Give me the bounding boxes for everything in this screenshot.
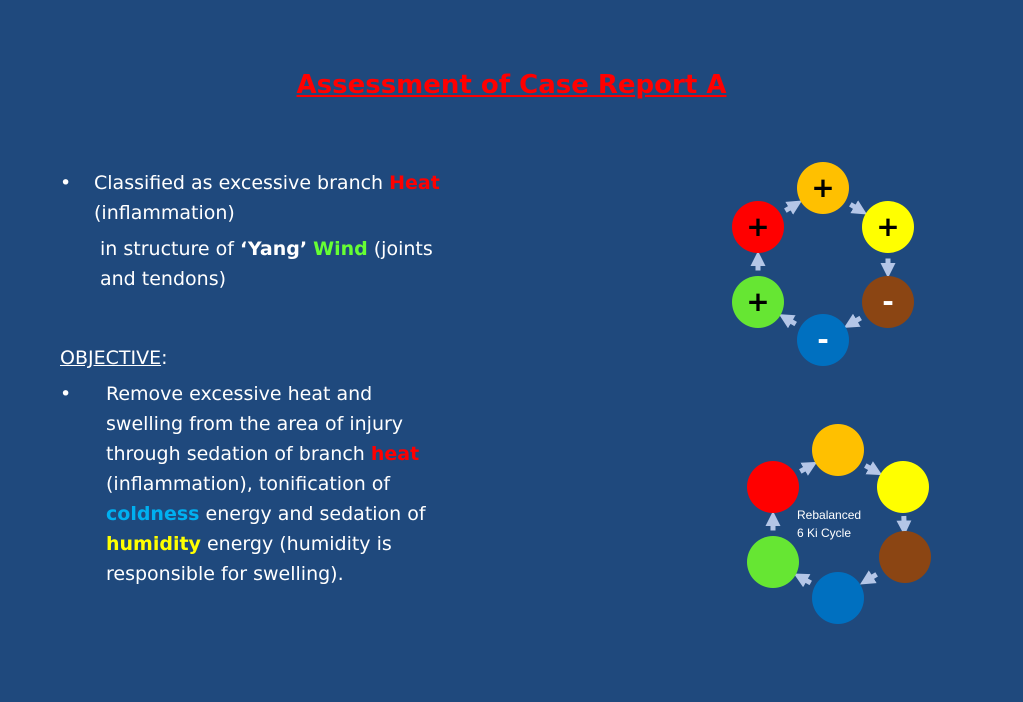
cycle2-arrow-icon [864,461,883,476]
cycle2-node [812,424,864,476]
heat-word: heat [370,443,420,465]
cycle1-node-sign: - [882,285,894,318]
cycle1-arrow-icon [849,200,868,215]
item1-line4: and tendons) [100,268,227,290]
item1-line1: Classified as excessive branch Heat [94,168,440,198]
bullet-marker: • [60,172,72,194]
item1-text: (joints [367,238,433,260]
humidity-word: humidity [106,533,201,555]
item2-text: through sedation of branch [106,443,371,465]
objective-label: OBJECTIVE [60,347,162,369]
slide-title: Assessment of Case Report A [296,70,727,100]
cycle1-node-sign: + [876,210,899,243]
item2-line1: Remove excessive heat and [106,383,373,405]
cycle1-arrow-icon [778,314,797,329]
bullet-marker: • [60,383,72,405]
item1-text: in structure of [100,238,240,260]
rebalanced-label-line2: 6 Ki Cycle [797,526,851,540]
item1-line2: (inflammation) [94,202,235,224]
cycle2-node [812,572,864,624]
cycle2-node [747,461,799,513]
objective-heading: OBJECTIVE: [60,343,167,373]
rebalanced-label-line1: Rebalanced [797,508,861,522]
cycle1-node-sign: - [817,323,829,356]
item2-line7: responsible for swelling). [106,563,344,585]
item1-line3: in structure of ‘Yang’ Wind (joints [100,234,433,264]
cycle1-node-sign: + [811,171,834,204]
item2-line5: coldness energy and sedation of [106,499,426,529]
cycle1-node [862,201,914,253]
item2-text: energy (humidity is [200,533,392,555]
cycle2-arrow-icon [859,570,878,585]
item2-text: energy and sedation of [199,503,426,525]
cycle1-node [862,276,914,328]
cycle1-arrow-icon [784,200,803,215]
cycle2-node [879,531,931,583]
cycle1-node-sign: + [746,285,769,318]
cycle2-node [747,536,799,588]
cycle1-node-sign: + [746,210,769,243]
cycle1-node [732,201,784,253]
coldness-word: coldness [106,503,200,525]
item1-text: Classified as excessive branch [94,172,390,194]
item2-line4: (inflammation), tonification of [106,473,391,495]
item2-line6: humidity energy (humidity is [106,529,392,559]
item2-line2: swelling from the area of injury [106,413,404,435]
wind-word: Wind [313,238,368,260]
cycle2-node [877,461,929,513]
heat-word: Heat [389,172,440,194]
cycle2-arrow-icon [799,461,818,476]
cycle1-arrow-icon [843,313,862,328]
item2-line3: through sedation of branch heat [106,439,419,469]
cycle1-node [732,276,784,328]
yang-word: ‘Yang’ [239,238,308,260]
cycle1-node [797,314,849,366]
cycle1-node [797,162,849,214]
objective-colon: : [161,347,168,369]
cycle2-arrow-icon [793,573,812,588]
